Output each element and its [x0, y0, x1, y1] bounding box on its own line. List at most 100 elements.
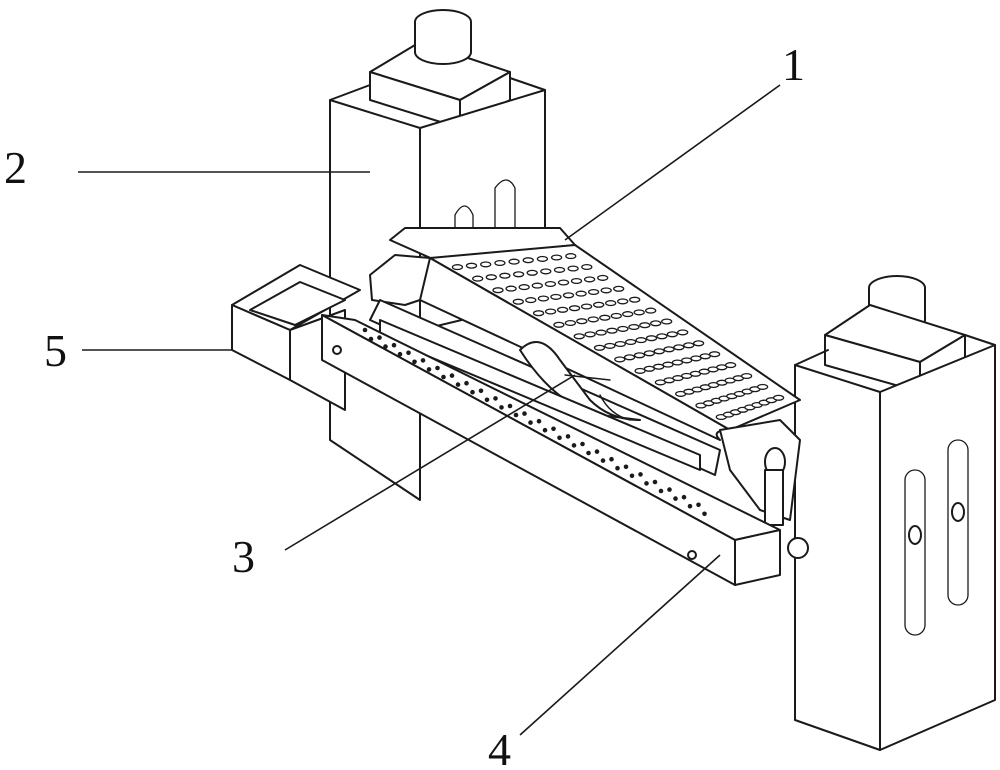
perforation [617, 325, 629, 332]
bar-hole [687, 503, 693, 509]
bar-hole [420, 358, 426, 363]
bar-hole [362, 327, 368, 333]
callout-2: 2 [4, 142, 27, 193]
perforation [617, 298, 629, 305]
bar-hole [507, 403, 513, 409]
bar-hole [455, 382, 461, 387]
perforation [597, 274, 609, 281]
perforation [593, 301, 605, 308]
perforation [610, 312, 622, 319]
perforation [614, 356, 626, 363]
perforation [643, 350, 656, 357]
perforation [576, 318, 588, 325]
bar-hole [383, 344, 388, 349]
bar-hole [638, 472, 643, 477]
perforation [635, 337, 647, 344]
bar-hole [377, 335, 382, 340]
bar-hole [484, 397, 490, 403]
perforation [583, 276, 596, 283]
bar-hole [528, 420, 533, 425]
bar-hole [565, 434, 571, 439]
perforation [673, 344, 685, 351]
perforation [599, 314, 611, 321]
bar-hole [673, 496, 678, 501]
callout-3: 3 [232, 531, 255, 582]
perforation [639, 322, 651, 329]
bar-hole [586, 450, 591, 456]
bar-hole [600, 458, 606, 463]
perforation [653, 363, 665, 370]
perforation [512, 298, 524, 305]
perforation [580, 303, 593, 310]
bar-hole [478, 388, 484, 394]
perforation [708, 351, 721, 358]
leader-3 [284, 374, 576, 551]
bar-hole [580, 441, 585, 447]
perforation [629, 296, 641, 303]
perforation [666, 331, 678, 338]
perforation [671, 359, 684, 366]
perforation [600, 287, 612, 294]
perforation [526, 269, 538, 276]
callout-4: 4 [488, 724, 511, 770]
bar-hole [681, 494, 687, 500]
bar-hole [368, 336, 374, 342]
callout-5: 5 [44, 325, 67, 376]
perforation [643, 365, 656, 372]
bar-hole [571, 443, 577, 448]
perforation [550, 293, 562, 300]
bar-hole [702, 511, 707, 517]
bar-hole [441, 374, 446, 380]
perforation [573, 333, 585, 340]
leader-lines [78, 84, 781, 736]
callout-1: 1 [782, 39, 805, 90]
perforation [465, 262, 478, 269]
perforation [522, 257, 534, 264]
perforation [540, 268, 552, 275]
perforation [756, 383, 769, 390]
perforation [690, 355, 702, 362]
perforation [604, 342, 616, 349]
roller-perforations [451, 253, 785, 421]
bar-hole [449, 373, 455, 378]
bar-hole [391, 342, 397, 348]
perforation [692, 340, 705, 347]
bar-hole [397, 351, 403, 357]
bar-hole [464, 380, 469, 386]
bar-hole [542, 427, 548, 433]
perforation [605, 300, 617, 307]
bar-hole [609, 456, 614, 462]
perforation [556, 306, 569, 313]
perforation [512, 271, 525, 278]
perforation [645, 307, 657, 314]
perforation [564, 319, 577, 327]
bar-hole [522, 411, 527, 416]
perforation [699, 353, 711, 360]
bar-hole [667, 487, 672, 492]
perforation [587, 288, 600, 296]
perforation [634, 367, 646, 374]
perforation [614, 340, 626, 348]
bar-hole [696, 502, 701, 508]
perforation [606, 327, 618, 334]
bar-hole [470, 389, 475, 395]
perforation [581, 263, 593, 271]
perforation [622, 311, 634, 318]
perforation [508, 258, 520, 265]
perforation [567, 265, 579, 272]
perforation [677, 329, 689, 336]
perforation [570, 277, 583, 285]
bar-hole [594, 449, 600, 454]
perforation [587, 316, 599, 323]
perforation [681, 357, 693, 364]
bar-holes [362, 327, 707, 517]
bar-hole [412, 359, 417, 365]
perforation [663, 346, 675, 353]
perforation [633, 352, 646, 359]
perforation [550, 254, 563, 261]
perforation [553, 321, 565, 328]
perforation [531, 282, 543, 289]
perforation [656, 333, 668, 340]
bar-hole [629, 473, 635, 479]
